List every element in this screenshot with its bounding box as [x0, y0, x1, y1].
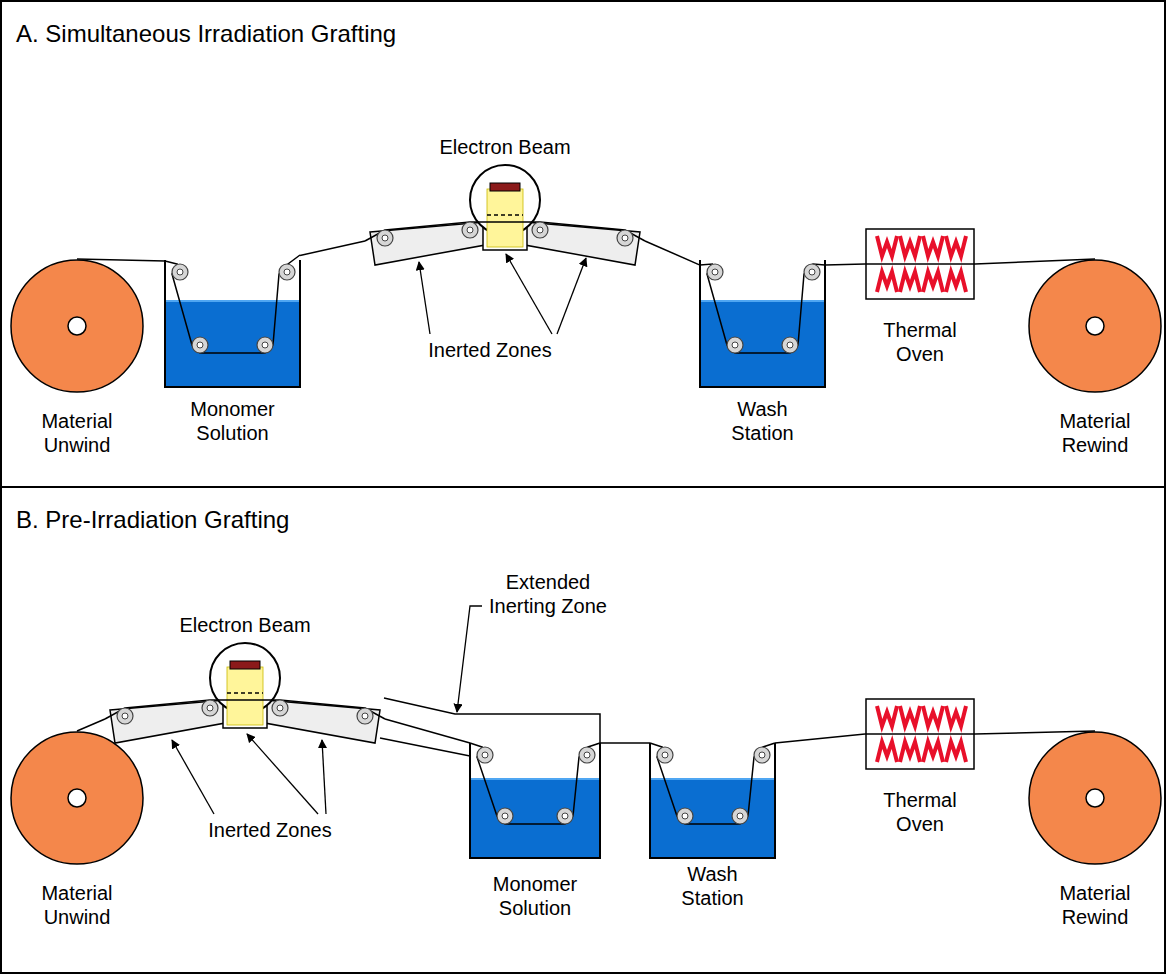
electron-beam: Electron Beam [365, 165, 645, 265]
thermal-oven: Thermal Oven [865, 698, 975, 770]
unwind-roll: Material Unwind [10, 259, 144, 393]
station-label: Wash Station [663, 862, 763, 910]
electron-beam-shape [365, 165, 645, 265]
material-web [975, 731, 1095, 734]
material-web [600, 742, 650, 744]
panel-title: B. Pre-Irradiation Grafting [16, 506, 289, 535]
extended-inerting-outline [380, 698, 600, 756]
electron-beam-shape [105, 643, 385, 743]
material-web [645, 241, 700, 265]
material-web [775, 734, 865, 743]
station-label: Monomer Solution [475, 872, 595, 920]
station-label: Electron Beam [179, 613, 310, 637]
station-label: Monomer Solution [173, 397, 293, 445]
station-label: Material Rewind [1040, 881, 1150, 929]
panel-title: A. Simultaneous Irradiation Grafting [16, 20, 396, 49]
wash-tank-shape [700, 250, 825, 387]
wash-tank-shape [650, 733, 775, 858]
material-web [385, 719, 470, 743]
rewind-roll: Material Rewind [1028, 259, 1162, 393]
monomer-tank-shape [470, 733, 600, 858]
process-panel: Material UnwindMonomer SolutionElectron … [0, 0, 1166, 488]
station-label: Wash Station [713, 397, 813, 445]
material-web [300, 241, 365, 255]
monomer-tank: Monomer Solution [165, 250, 300, 387]
unwind-roll-shape [10, 259, 144, 393]
rewind-roll-shape [1028, 731, 1162, 865]
zone-callout: Extended Inerting Zone [478, 570, 618, 618]
thermal-oven: Thermal Oven [865, 228, 975, 300]
zone-callout: Inerted Zones [208, 818, 331, 842]
process-panel: Material UnwindElectron BeamMonomer Solu… [0, 486, 1166, 974]
unwind-roll-shape [10, 731, 144, 865]
station-label: Material Rewind [1040, 409, 1150, 457]
station-label: Material Unwind [22, 409, 132, 457]
inerted-leaders-a [419, 254, 586, 334]
monomer-tank-shape [165, 250, 300, 387]
material-web [77, 719, 105, 731]
wash-tank: Wash Station [650, 733, 775, 858]
station-label: Material Unwind [22, 881, 132, 929]
station-label: Electron Beam [439, 135, 570, 159]
station-label: Thermal Oven [870, 318, 970, 366]
material-web [825, 264, 865, 265]
unwind-roll: Material Unwind [10, 731, 144, 865]
rewind-roll-shape [1028, 259, 1162, 393]
electron-beam: Electron Beam [105, 643, 385, 743]
rewind-roll: Material Rewind [1028, 731, 1162, 865]
zone-callout: Inerted Zones [428, 338, 551, 362]
station-label: Thermal Oven [870, 788, 970, 836]
thermal-oven-shape [865, 698, 975, 770]
thermal-oven-shape [865, 228, 975, 300]
monomer-tank: Monomer Solution [470, 733, 600, 858]
wash-tank: Wash Station [700, 250, 825, 387]
